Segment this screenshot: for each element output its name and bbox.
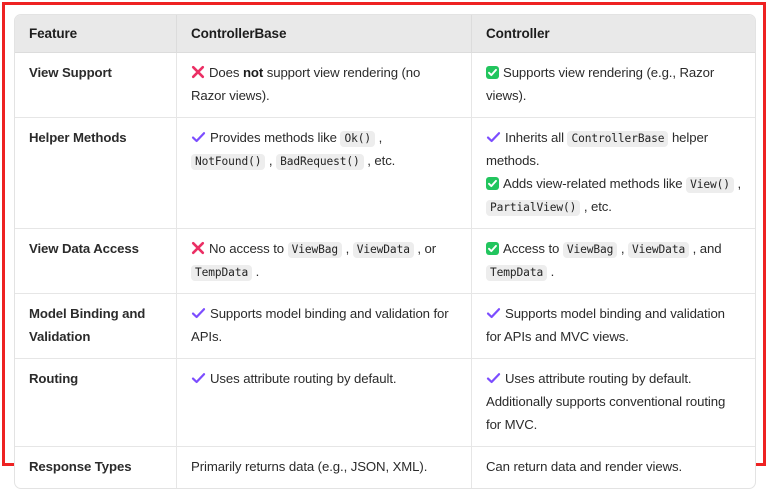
comparison-table-container: Feature ControllerBase Controller View S…: [14, 14, 756, 489]
cell-text-part: Provides methods like: [210, 129, 341, 145]
cell-text-part: , etc.: [580, 198, 612, 214]
feature-name-cell: View Support: [15, 53, 177, 118]
cell-text-part: Does: [209, 65, 243, 80]
cell-text-part: Adds view-related methods like: [503, 175, 687, 191]
code-token: ViewBag: [287, 241, 343, 258]
table-row: View Support Does not support view rende…: [15, 53, 755, 118]
controller-cell: Access to ViewBag , ViewData , and TempD…: [472, 229, 755, 294]
cell-text-part: ,: [733, 175, 742, 191]
column-header-feature: Feature: [15, 15, 177, 53]
cell-text-part: .: [252, 263, 260, 279]
cell-text-part: Inherits all: [505, 129, 568, 145]
table-row: Helper Methods Provides methods like Ok(…: [15, 117, 755, 229]
cross-icon: [191, 241, 205, 255]
table-row: View Data Access No access to ViewBag , …: [15, 228, 755, 294]
cell-text-part: .: [547, 263, 555, 279]
code-token: TempData: [191, 264, 253, 281]
controller-cell: Supports model binding and validation fo…: [472, 294, 755, 359]
code-token: View(): [686, 176, 734, 193]
controller-cell: Uses attribute routing by default. Addit…: [472, 359, 755, 447]
cell-text-part: ,: [617, 240, 628, 256]
controller-cell: Inherits all ControllerBase helper metho…: [472, 118, 755, 229]
feature-name-cell: Response Types: [15, 446, 177, 488]
code-token: PartialView(): [486, 199, 581, 216]
green-check-box-icon: [486, 241, 499, 255]
table-row: Routing Uses attribute routing by defaul…: [15, 358, 755, 447]
code-token: BadRequest(): [276, 153, 364, 170]
controllerbase-cell: No access to ViewBag , ViewData , or Tem…: [177, 228, 472, 294]
cell-text-part: helper methods.: [486, 129, 708, 168]
check-icon: [486, 371, 501, 385]
cell-text-part: Supports model binding and validation fo…: [191, 305, 449, 344]
code-token: ControllerBase: [567, 130, 669, 147]
feature-name-cell: Routing: [15, 358, 177, 447]
cross-icon: [191, 65, 205, 79]
cell-text-part: Supports model binding and validation fo…: [486, 305, 725, 344]
cell-text-part: , and: [689, 240, 722, 256]
green-check-box-icon: [486, 66, 499, 79]
table-body: View Support Does not support view rende…: [15, 53, 755, 488]
controllerbase-cell: Supports model binding and validation fo…: [177, 293, 472, 359]
code-token: NotFound(): [191, 153, 266, 170]
cell-text-part: Supports view rendering (e.g., Razor vie…: [486, 65, 715, 103]
table-header-row: Feature ControllerBase Controller: [15, 15, 755, 53]
controllerbase-cell: Provides methods like Ok() , NotFound() …: [177, 117, 472, 229]
cell-text-emphasis: not: [242, 65, 264, 80]
controllerbase-cell: Does not support view rendering (no Razo…: [177, 53, 472, 118]
cell-text-part: Access to: [503, 240, 563, 256]
code-token: ViewData: [628, 241, 690, 258]
code-token: TempData: [486, 264, 548, 281]
column-header-controller: Controller: [472, 15, 755, 53]
feature-name-cell: View Data Access: [15, 228, 177, 294]
cell-text-part: , etc.: [363, 152, 396, 168]
cell-text-part: ,: [375, 129, 383, 145]
cell-text-part: ,: [342, 240, 353, 256]
code-token: ViewBag: [562, 241, 618, 258]
controllerbase-cell: Primarily returns data (e.g., JSON, XML)…: [177, 446, 472, 488]
table-header: Feature ControllerBase Controller: [15, 15, 755, 53]
code-token: Ok(): [340, 130, 376, 147]
column-header-controllerbase: ControllerBase: [177, 15, 472, 53]
cell-text-part: support view rendering (no Razor views).: [191, 65, 421, 103]
cell-text-part: No access to: [209, 240, 288, 256]
code-token: ViewData: [352, 241, 414, 258]
feature-name-cell: Model Binding and Validation: [15, 293, 177, 359]
table-row: Response Types Primarily returns data (e…: [15, 446, 755, 488]
green-check-box-icon: [486, 176, 499, 190]
table-row: Model Binding and Validation Supports mo…: [15, 293, 755, 359]
cell-text-part: ,: [265, 152, 277, 168]
cell-text-part: , or: [413, 240, 437, 256]
check-icon: [486, 130, 501, 144]
comparison-table: Feature ControllerBase Controller View S…: [14, 14, 756, 489]
check-icon: [191, 306, 206, 320]
controller-cell: Supports view rendering (e.g., Razor vie…: [472, 53, 755, 118]
cell-line: Adds view-related methods like View() , …: [486, 173, 742, 219]
feature-name-cell: Helper Methods: [15, 117, 177, 229]
check-icon: [191, 371, 206, 385]
controller-cell: Can return data and render views.: [486, 458, 683, 474]
check-icon: [191, 130, 206, 144]
cell-text-part: Uses attribute routing by default. Addit…: [486, 370, 726, 432]
check-icon: [486, 306, 501, 320]
controllerbase-cell: Uses attribute routing by default.: [177, 358, 472, 447]
cell-text-part: Uses attribute routing by default.: [210, 370, 397, 386]
